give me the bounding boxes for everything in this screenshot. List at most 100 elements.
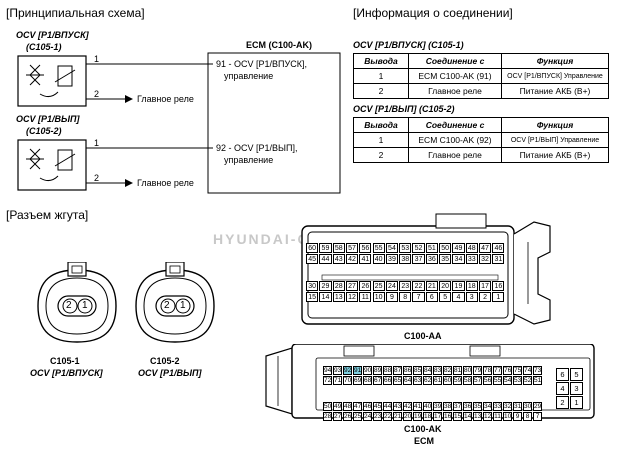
pin-cell: 12 (483, 412, 492, 421)
table2-title: OCV [P1/ВЫП] (C105-2) (353, 104, 455, 114)
pin-cell: 84 (423, 366, 432, 375)
pin-cell: 61 (433, 376, 442, 385)
ocv1-pin1-label: 1 (94, 54, 100, 64)
pin-cell: 85 (413, 366, 422, 375)
table-cell: Главное реле (408, 83, 502, 99)
pin-cell: 65 (393, 376, 402, 385)
pin-cell: 15 (306, 292, 319, 302)
pin-cell: 34 (452, 254, 465, 264)
pin-cell: 22 (383, 412, 392, 421)
pin-cell: 54 (503, 376, 512, 385)
pin-cell: 79 (473, 366, 482, 375)
pin-cell: 25 (353, 412, 362, 421)
pin-cell: 73 (533, 366, 542, 375)
pin-cell: 4 (452, 292, 465, 302)
pin-cell: 24 (363, 412, 372, 421)
table-cell: 1 (353, 132, 409, 148)
pin-cell: 27 (345, 281, 359, 291)
pin-cell: 55 (493, 376, 502, 385)
pin-cell: 23 (373, 412, 382, 421)
table-cell: Питание АКБ (B+) (501, 83, 609, 99)
pin-cell: 21 (393, 412, 402, 421)
pin-cell: 18 (423, 412, 432, 421)
pin-cell: 52 (523, 376, 532, 385)
pin-cell: 37 (412, 254, 425, 264)
pin-cell: 56 (359, 243, 372, 253)
pin-cell: 30 (306, 281, 319, 291)
pin-cell: 82 (443, 366, 452, 375)
pin-cell: 17 (433, 412, 442, 421)
table-cell: 2 (353, 83, 409, 99)
ocv2-code: (C105-2) (26, 126, 62, 136)
pin-cell: 25 (372, 281, 385, 291)
c105-1-pin-1: 1 (82, 300, 88, 311)
pin-cell: 56 (483, 376, 492, 385)
ecm-box (207, 52, 341, 194)
pin-cell: 23 (399, 281, 412, 291)
table-row: 1 ECM C100-AK (91) OCV [P1/ВПУСК] Управл… (353, 68, 609, 84)
c105-1-desc: OCV [P1/ВПУСК] (30, 368, 103, 378)
pin-cell: 46 (363, 402, 372, 411)
table-cell: 2 (353, 147, 409, 163)
table-row: 2 Главное реле Питание АКБ (B+) (353, 147, 609, 163)
pin-cell: 28 (332, 281, 345, 291)
ocv1-main-relay: Главное реле (137, 94, 194, 104)
pin-cell: 15 (453, 412, 462, 421)
pin-cell: 19 (413, 412, 422, 421)
pin-cell: 57 (345, 243, 359, 253)
pin-cell: 17 (478, 281, 492, 291)
pin-cell: 11 (359, 292, 372, 302)
pin-cell: 16 (492, 281, 505, 291)
pin-cell: 47 (353, 402, 362, 411)
ecm-pin91-line1: 91 - OCV [P1/ВПУСК], (216, 59, 307, 69)
pin-cell: 2 (478, 292, 492, 302)
pin-cell: 16 (443, 412, 452, 421)
pin-cell: 93 (333, 366, 342, 375)
ocv2-title: OCV [P1/ВЫП] (16, 114, 80, 124)
connection-table-2: Вывода Соединение с Функция 1 ECM C100-A… (353, 117, 609, 163)
pin-cell: 14 (319, 292, 332, 302)
pin-cell: 71 (333, 376, 342, 385)
pin-cell: 10 (372, 292, 385, 302)
ocv2-valve-symbol (26, 148, 76, 182)
c100-aa-name: C100-AA (404, 331, 442, 341)
ocv1-box (17, 55, 87, 107)
pin-cell: 12 (345, 292, 359, 302)
table-row: 1 ECM C100-AK (92) OCV [P1/ВЫП] Управлен… (353, 132, 609, 148)
pin-cell: 50 (439, 243, 452, 253)
pin-cell: 41 (359, 254, 372, 264)
pin-cell: 39 (385, 254, 399, 264)
pin-cell: 75 (513, 366, 522, 375)
pin-cell: 13 (332, 292, 345, 302)
pin-cell: 87 (393, 366, 402, 375)
pin-cell: 45 (373, 402, 382, 411)
pin-cell: 44 (383, 402, 392, 411)
ocv2-main-relay: Главное реле (137, 178, 194, 188)
pin-cell: 86 (403, 366, 412, 375)
pin-cell: 34 (483, 402, 492, 411)
pin-cell: 19 (452, 281, 465, 291)
table-header: Вывода (353, 53, 409, 69)
table-cell: Питание АКБ (B+) (501, 147, 609, 163)
pin-cell: 91 (353, 366, 362, 375)
pin-cell: 48 (465, 243, 478, 253)
table1-title: OCV [P1/ВПУСК] (C105-1) (353, 40, 464, 50)
pin-cell: 40 (372, 254, 385, 264)
table-cell: ECM C100-AK (92) (408, 132, 502, 148)
table-header: Функция (501, 117, 609, 133)
pin-cell: 43 (332, 254, 345, 264)
pin-cell: 62 (423, 376, 432, 385)
pin-cell: 42 (345, 254, 359, 264)
ocv1-valve-symbol (26, 64, 76, 98)
ocv1-pin2-label: 2 (94, 89, 100, 99)
ecm-pin91-line2: управление (224, 71, 274, 81)
schematic-diagram (17, 52, 341, 194)
pin-cell: 37 (453, 402, 462, 411)
table-cell: ECM C100-AK (91) (408, 68, 502, 84)
pin-cell: 94 (323, 366, 332, 375)
pin-cell: 29 (319, 281, 332, 291)
pin-cell: 51 (533, 376, 542, 385)
ocv2-arrow (125, 179, 133, 187)
harness-section-title: [Разъем жгута] (6, 208, 89, 222)
c105-1-pin-2: 2 (66, 300, 72, 311)
